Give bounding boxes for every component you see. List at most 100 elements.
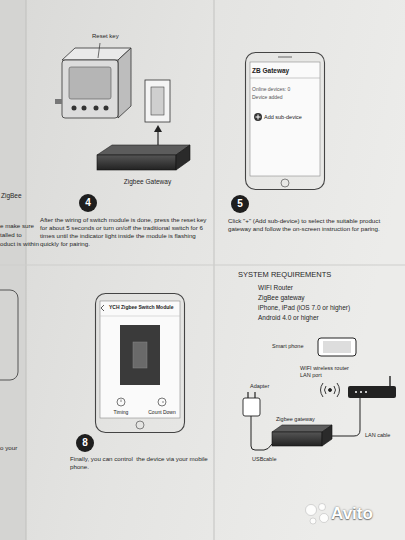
callout-number: 4 (79, 194, 97, 212)
zigbee-gateway (97, 145, 190, 170)
module-side (118, 48, 131, 118)
adapter-icon (243, 392, 260, 416)
cut-text: talled to (0, 231, 22, 239)
part-label: WIFI wireless router LAN port (300, 365, 358, 379)
callout-circle (231, 195, 249, 213)
home-button (281, 179, 289, 187)
logo-dot (306, 505, 317, 516)
screen-title: ZB Gateway (252, 67, 289, 75)
phone-outline (96, 294, 185, 433)
cut-text: ZigBee (1, 192, 22, 200)
part-label: Adapter (250, 383, 269, 390)
requirement-item: WIFI Router (258, 284, 293, 292)
cut-text: o your (0, 444, 17, 452)
screen-divider (100, 316, 180, 317)
module-button (104, 106, 109, 111)
callout-number: 5 (231, 195, 249, 213)
lan-cable (332, 398, 360, 436)
wifi-arc (325, 386, 327, 394)
switch-plate (145, 80, 170, 122)
phone-speaker (278, 57, 292, 58)
part-label: LAN cable (365, 432, 391, 439)
phone-screen (250, 62, 320, 176)
phone-outline (0, 290, 18, 380)
logo-dot (320, 514, 329, 523)
callout-circle (79, 194, 97, 212)
callout-number: 8 (82, 437, 88, 449)
gateway-side (176, 145, 190, 170)
watermark: Avito (331, 503, 373, 525)
part-label: Smart phone (272, 343, 304, 350)
countdown-icon (158, 398, 166, 406)
requirement-item: ZigBee gateway (258, 294, 305, 302)
screen-divider (250, 78, 320, 79)
step-text: Click "+" (Add sub-device) to select the… (228, 217, 400, 233)
router-body (348, 386, 396, 398)
callout-number: 4 (85, 197, 91, 209)
router-light (355, 391, 357, 393)
wifi-arc (321, 383, 324, 397)
phone-screen (100, 301, 180, 418)
wifi-arc (334, 386, 336, 394)
wifi-arc (337, 383, 340, 397)
usb-cable (251, 416, 272, 450)
screen-button-label: Add sub-device (264, 114, 302, 121)
left-fold-panel (0, 0, 26, 540)
step-text: After the wiring of switch module is don… (40, 216, 210, 248)
part-label: Zigbee gateway (276, 416, 315, 423)
smart-phone-icon (318, 338, 356, 356)
timing-icon (117, 398, 125, 406)
module-panel (69, 67, 111, 99)
gateway-front (272, 432, 322, 446)
countdown-icon-hand (162, 402, 164, 403)
watermark-logo (306, 504, 329, 525)
leader-line (98, 43, 100, 58)
callout-number: 5 (237, 198, 243, 210)
switch-rocker (151, 87, 164, 115)
phone-screen-mockup: YCH Zigbee Switch ModuleTimingCount Down (95, 293, 185, 433)
part-label: Reset key (92, 33, 119, 41)
gateway-front (97, 155, 176, 170)
step-text: Finally, you can control the device via … (70, 455, 210, 471)
phone-outline (246, 53, 325, 190)
screen-button-label: Count Down (145, 409, 179, 415)
gateway-side (322, 425, 332, 446)
wifi-symbol (321, 383, 340, 397)
back-arrow (101, 305, 104, 311)
gateway-top (97, 145, 190, 155)
part-label: Zigbee Gateway (105, 178, 190, 186)
adapter-prong (247, 392, 248, 398)
screen-status: Online devices: 0 (252, 86, 290, 92)
wifi-dot (329, 389, 332, 392)
screen-status: Device added (252, 94, 283, 100)
switch-module (55, 43, 131, 118)
timing-icon-hand (121, 400, 122, 403)
home-button (136, 421, 144, 429)
cut-text: e make sure (0, 222, 34, 230)
phone-body (318, 338, 356, 356)
module-terminal (55, 99, 62, 104)
fold-line (0, 264, 405, 265)
wall-switch (145, 80, 170, 150)
zigbee-gateway (272, 425, 332, 446)
router-antenna (389, 376, 390, 386)
adapter-body (243, 398, 260, 416)
fold-line (25, 0, 26, 540)
adapter-prong (254, 392, 255, 398)
callout-circle (76, 434, 94, 452)
requirement-item: Android 4.0 or higher (258, 314, 319, 322)
screen-button-label: Timing (109, 409, 133, 415)
router-light (365, 391, 367, 393)
phone-screen (323, 341, 351, 353)
add-icon (254, 113, 262, 121)
switch-image (120, 325, 160, 385)
arrow-head (154, 125, 162, 132)
switch-image-rocker (133, 342, 147, 368)
logo-dot (319, 504, 326, 511)
part-label: USBcable (252, 456, 276, 463)
section-heading: SYSTEM REQUIREMENTS (238, 270, 331, 280)
fold-line (213, 0, 214, 540)
add-icon-bar (258, 115, 259, 120)
